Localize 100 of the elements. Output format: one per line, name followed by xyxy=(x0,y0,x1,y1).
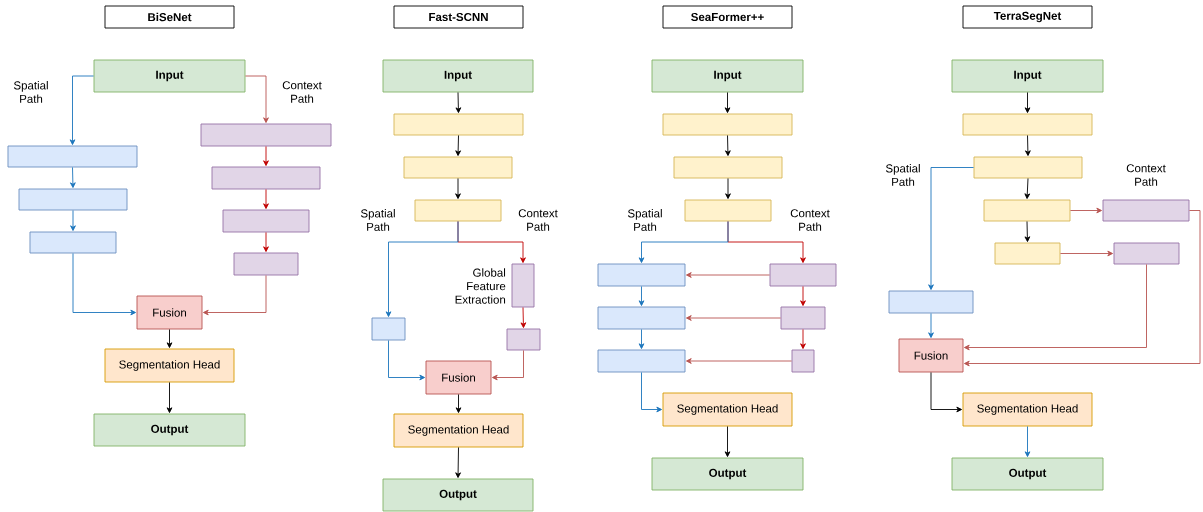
arrow xyxy=(1024,178,1031,199)
layer-box xyxy=(1102,199,1190,222)
arrow xyxy=(69,75,94,145)
arrow xyxy=(686,272,770,278)
head-box: Segmentation Head xyxy=(962,392,1093,427)
layer-box xyxy=(222,209,310,233)
fusion-box: Fusion xyxy=(136,295,203,330)
arrow xyxy=(964,264,1147,351)
path-label: Context Path xyxy=(282,81,322,103)
arrow xyxy=(930,372,962,413)
arrow xyxy=(455,178,461,199)
layer-box xyxy=(973,156,1083,179)
layer-box xyxy=(597,349,686,373)
layer-box xyxy=(233,252,299,276)
arrow xyxy=(385,221,459,317)
path-label: Context Path xyxy=(1126,164,1166,186)
terminal-box: Input xyxy=(93,59,246,93)
arrow xyxy=(964,210,1201,367)
layer-box xyxy=(371,317,406,341)
arrow xyxy=(800,329,806,349)
layer-box xyxy=(393,113,524,136)
terminal-box: Input xyxy=(951,59,1104,93)
path-label: Spatial Path xyxy=(13,81,48,103)
terminal-box: Output xyxy=(93,413,246,447)
terminal-box: Output xyxy=(651,457,804,491)
arrow xyxy=(263,189,269,209)
fusion-box: Fusion xyxy=(425,360,492,395)
layer-box xyxy=(7,145,138,168)
arrow xyxy=(1025,135,1031,156)
arrow xyxy=(724,426,731,457)
title-box: TerraSegNet xyxy=(962,5,1093,29)
arrow xyxy=(455,394,462,413)
arrow xyxy=(686,358,792,364)
arrow xyxy=(686,315,781,321)
layer-box xyxy=(780,306,826,330)
arrow xyxy=(1024,221,1031,242)
arrow xyxy=(166,382,173,413)
layer-box xyxy=(211,166,321,190)
layer-box xyxy=(888,290,974,314)
title-box: BiSeNet xyxy=(104,5,235,29)
arrow xyxy=(388,340,425,381)
head-box: Segmentation Head xyxy=(104,348,235,383)
arrow xyxy=(166,329,173,348)
layer-box xyxy=(1113,242,1180,265)
arrow xyxy=(203,275,267,316)
layer-box xyxy=(29,231,117,254)
path-label: Context Path xyxy=(518,209,558,231)
arrow xyxy=(70,167,76,188)
arrow xyxy=(638,286,645,306)
terminal-box: Input xyxy=(651,59,804,93)
head-box: Segmentation Head xyxy=(662,392,793,427)
layer-box xyxy=(962,113,1093,136)
arrow xyxy=(928,167,974,290)
title-box: SeaFormer++ xyxy=(662,5,793,29)
layer-box xyxy=(403,156,513,179)
layer-box xyxy=(684,199,772,222)
arrow xyxy=(928,313,934,338)
arrow xyxy=(263,232,269,252)
arrow xyxy=(455,135,461,156)
annotation-text: Global Feature Extraction xyxy=(455,268,506,304)
arrow xyxy=(641,372,662,413)
layer-box xyxy=(673,156,783,179)
arrow xyxy=(638,329,645,349)
layer-box xyxy=(597,263,686,287)
arrow xyxy=(1024,426,1031,457)
layer-box xyxy=(983,199,1071,222)
layer-box xyxy=(597,306,686,330)
terminal-box: Output xyxy=(951,457,1104,491)
path-label: Spatial Path xyxy=(885,164,920,186)
arrow xyxy=(1060,250,1113,257)
arrow xyxy=(245,75,269,123)
arrow xyxy=(725,178,731,199)
layer-box xyxy=(506,328,541,351)
title-box: Fast-SCNN xyxy=(393,5,524,29)
layer-box xyxy=(18,188,128,211)
head-box: Segmentation Head xyxy=(393,413,524,448)
path-label: Spatial Path xyxy=(627,209,662,231)
arrow xyxy=(520,307,527,328)
layer-box xyxy=(414,199,502,222)
fusion-box: Fusion xyxy=(898,338,964,373)
layer-box xyxy=(662,113,793,136)
terminal-box: Input xyxy=(382,59,534,93)
layer-box xyxy=(791,349,815,373)
path-label: Context Path xyxy=(790,209,830,231)
arrow xyxy=(725,135,731,156)
path-label: Spatial Path xyxy=(360,209,395,231)
arrow xyxy=(1024,92,1031,113)
layer-box xyxy=(769,263,837,287)
arrow xyxy=(800,286,806,306)
arrow xyxy=(72,253,136,316)
arrow xyxy=(492,350,524,381)
arrow xyxy=(638,221,729,263)
layer-box xyxy=(511,263,535,308)
arrow xyxy=(455,92,462,113)
terminal-box: Output xyxy=(382,478,534,512)
layer-box xyxy=(994,242,1061,265)
layer-box xyxy=(200,123,332,147)
arrow xyxy=(1070,207,1102,214)
arrow xyxy=(263,146,269,166)
arrow xyxy=(70,210,76,231)
